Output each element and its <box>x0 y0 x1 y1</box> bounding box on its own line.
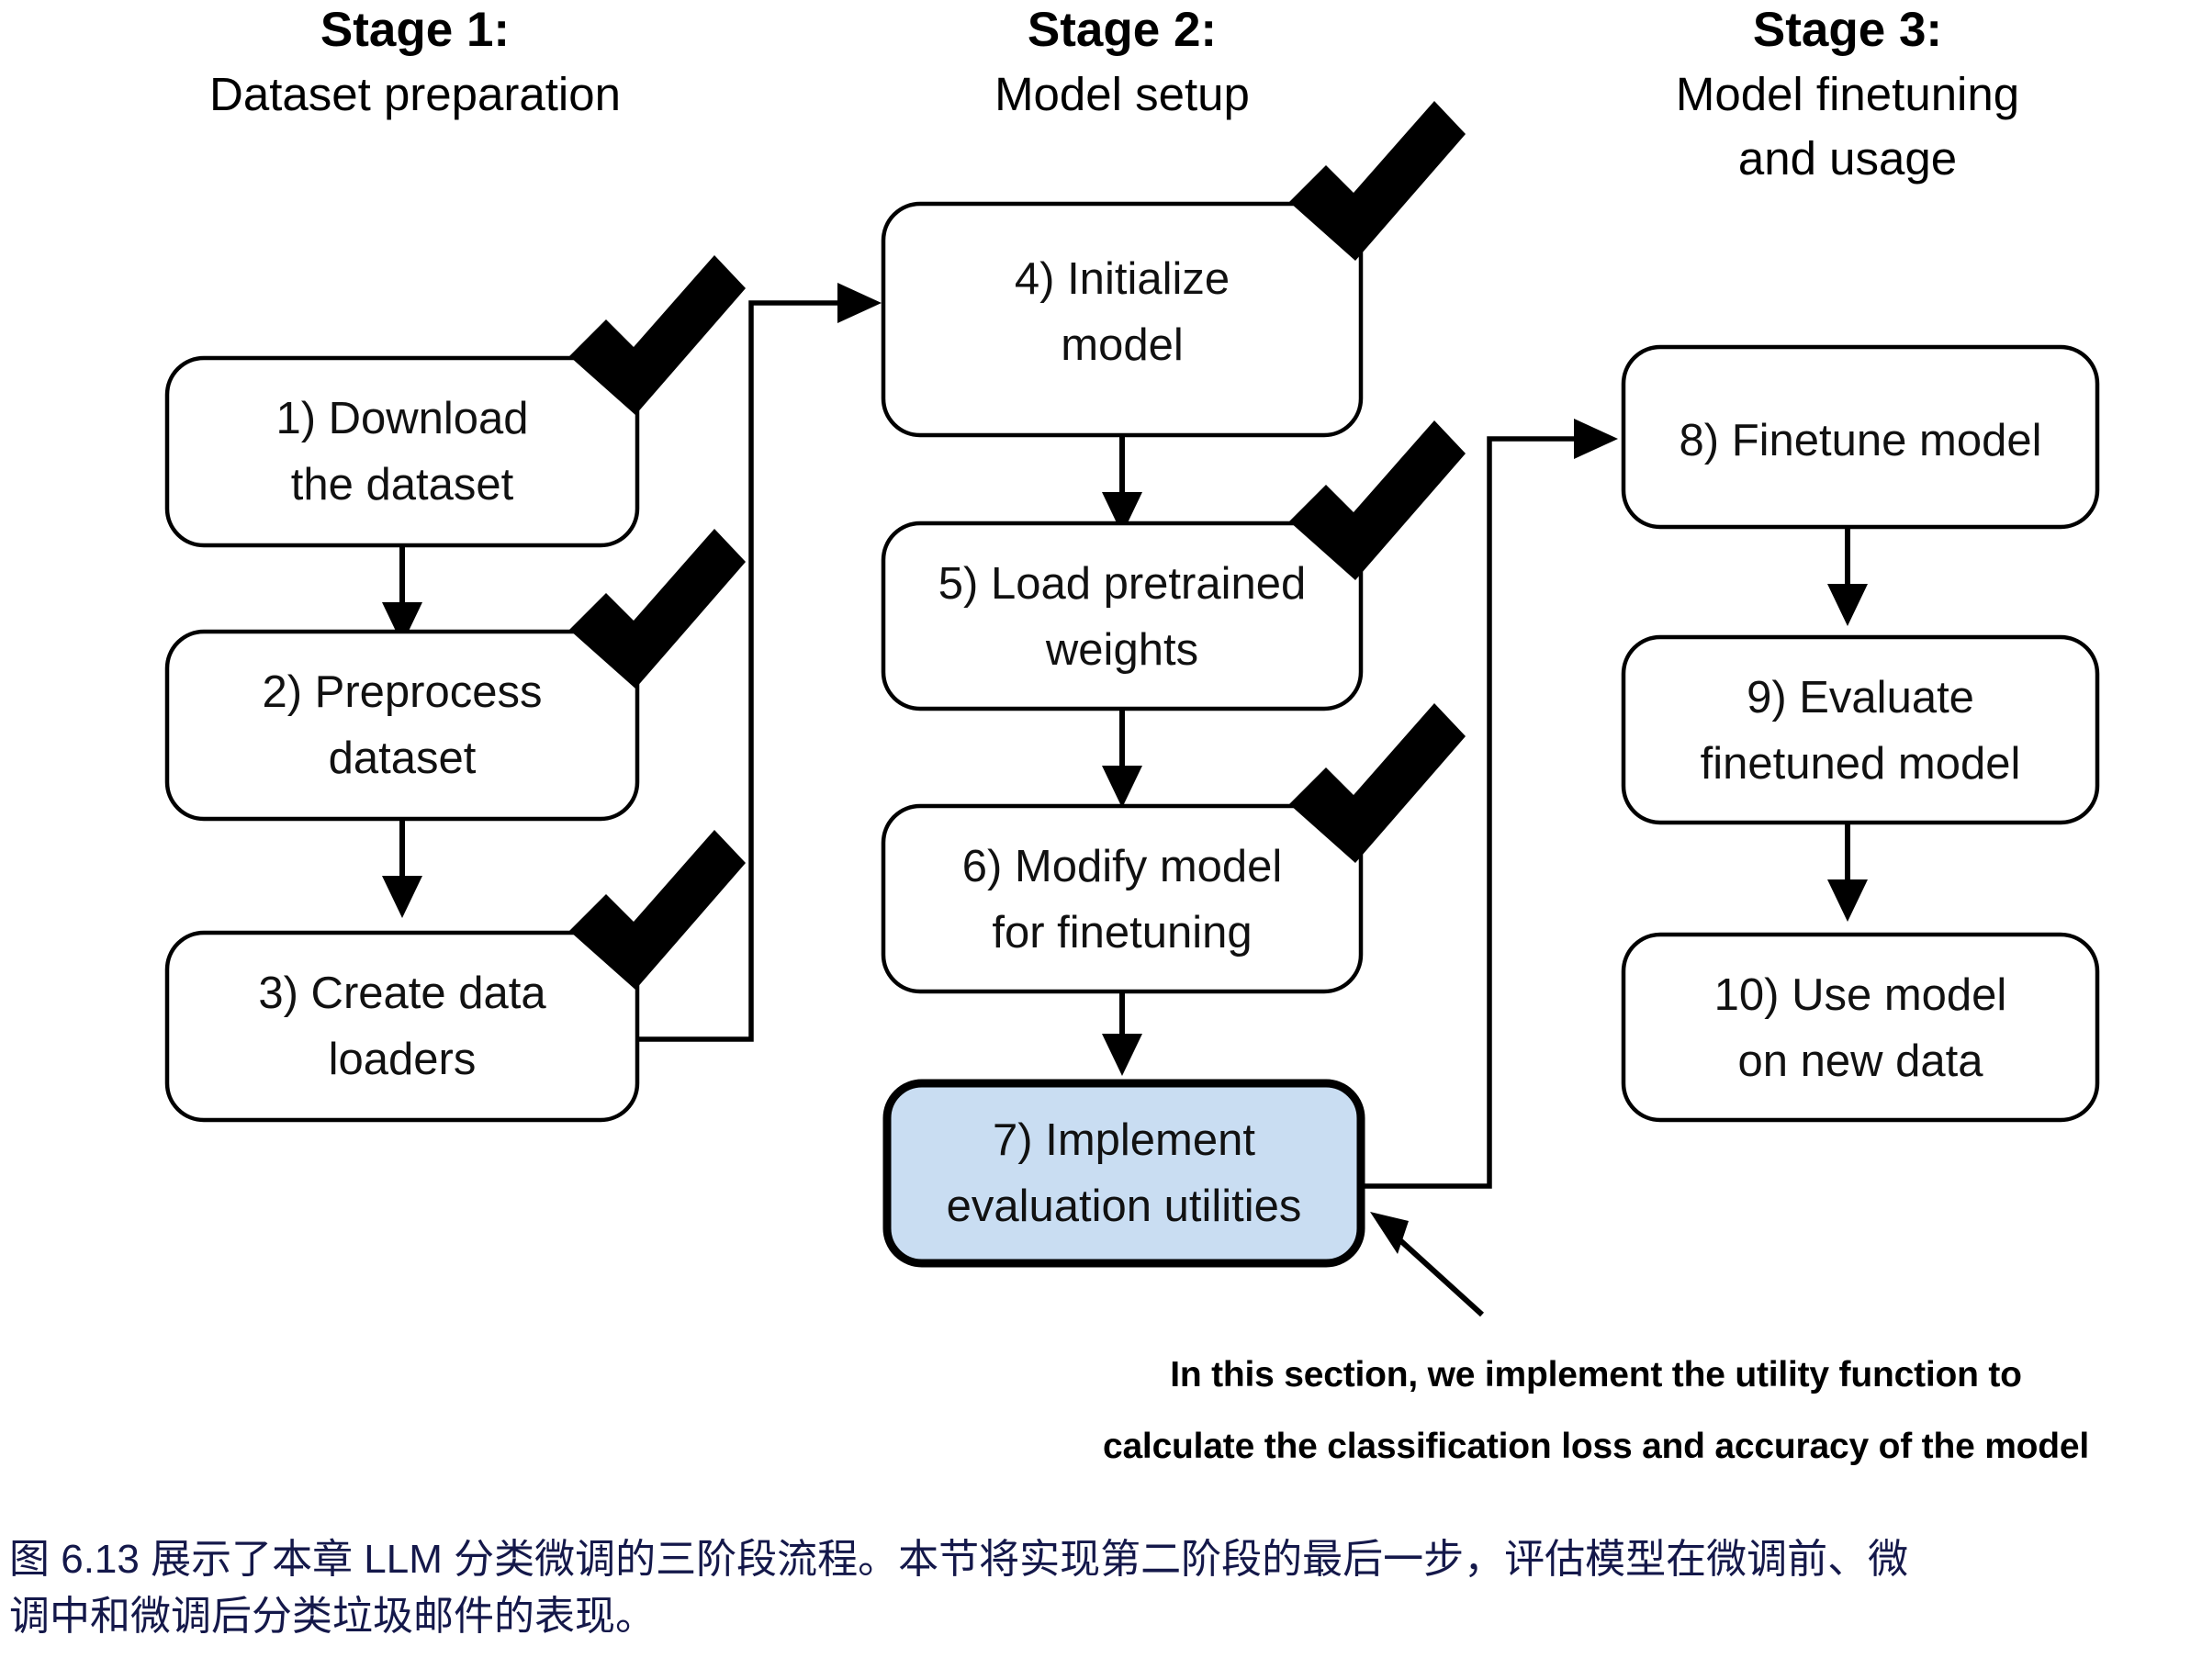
step-box-3-line1: 3) Create data <box>258 969 546 1018</box>
step-box-7-line1: 7) Implement <box>993 1115 1255 1165</box>
step-box-4[interactable]: 4) Initialize model <box>881 201 1364 438</box>
figure-caption-line-2: 调中和微调后分类垃圾邮件的表现。 <box>9 1594 656 1640</box>
annotation-pointer-arrow <box>1370 1212 1485 1317</box>
step-box-8[interactable]: 8) Finetune model <box>1621 344 2100 530</box>
checkmark-icon-1 <box>569 255 746 415</box>
step-box-4-line1: 4) Initialize <box>1015 254 1230 304</box>
stage1-arrow-1-to-2 <box>382 545 422 644</box>
annotation-line-1: In this section, we implement the utilit… <box>1170 1355 2022 1394</box>
stage3-arrow-9-to-10 <box>1827 823 1868 922</box>
stage-1-subtitle: Dataset preparation <box>209 68 621 120</box>
checkmark-icon-6 <box>1289 703 1466 863</box>
checkmark-icon-4 <box>1289 101 1466 261</box>
step-box-5-line2: weights <box>1045 625 1198 675</box>
step-box-3-line2: loaders <box>329 1035 477 1084</box>
step-box-5-line1: 5) Load pretrained <box>938 559 1306 609</box>
step-box-10[interactable]: 10) Use model on new data <box>1621 932 2100 1123</box>
annotation-line-2: calculate the classification loss and ac… <box>1103 1427 2089 1466</box>
stage-3-subtitle: Model finetuning <box>1676 68 2019 120</box>
step-box-2[interactable]: 2) Preprocess dataset <box>164 629 640 822</box>
stage2-arrow-4-to-5 <box>1102 435 1142 534</box>
step-box-10-line1: 10) Use model <box>1714 970 2007 1020</box>
step-box-2-line1: 2) Preprocess <box>262 667 542 717</box>
step-box-1-line1: 1) Download <box>275 394 528 443</box>
step-box-6-line1: 6) Modify model <box>962 842 1283 891</box>
stage-1-title: Stage 1: <box>320 3 510 57</box>
stage2-to-stage3-connector <box>1361 419 1618 1189</box>
step-box-7-line2: evaluation utilities <box>947 1182 1302 1231</box>
step-box-10-line2: on new data <box>1738 1036 1984 1086</box>
stage-2-subtitle: Model setup <box>994 68 1250 120</box>
step-box-6-line2: for finetuning <box>992 908 1252 958</box>
step-box-1-line2: the dataset <box>291 460 514 510</box>
checkmark-icon-5 <box>1289 420 1466 580</box>
step-box-2-line2: dataset <box>329 734 477 783</box>
figure-caption: 图 6.13 展示了本章 LLM 分类微调的三阶段流程。本节将实现第二阶段的最后… <box>9 1531 2193 1646</box>
stage3-arrow-8-to-9 <box>1827 527 1868 626</box>
step-box-3[interactable]: 3) Create data loaders <box>164 930 640 1123</box>
stage-3-subtitle-line2: and usage <box>1738 132 1957 185</box>
stage1-arrow-2-to-3 <box>382 819 422 918</box>
step-box-8-line1: 8) Finetune model <box>1680 416 2042 465</box>
step-box-4-line2: model <box>1061 320 1183 370</box>
step-box-9[interactable]: 9) Evaluate finetuned model <box>1621 634 2100 825</box>
stage2-arrow-5-to-6 <box>1102 709 1142 808</box>
checkmark-icon-2 <box>569 529 746 689</box>
step-box-1[interactable]: 1) Download the dataset <box>164 355 640 548</box>
step-box-7-highlighted[interactable]: 7) Implement evaluation utilities <box>882 1079 1365 1268</box>
stage1-to-stage2-connector <box>624 283 882 1042</box>
stage-3-title: Stage 3: <box>1753 3 1942 57</box>
checkmark-icon-3 <box>569 830 746 990</box>
figure-caption-line-1: 图 6.13 展示了本章 LLM 分类微调的三阶段流程。本节将实现第二阶段的最后… <box>9 1537 1909 1582</box>
step-box-9-line2: finetuned model <box>1701 739 2021 789</box>
stage-2-title: Stage 2: <box>1028 3 1217 57</box>
step-box-6[interactable]: 6) Modify model for finetuning <box>881 803 1364 994</box>
step-box-5[interactable]: 5) Load pretrained weights <box>881 521 1364 711</box>
step-box-9-line1: 9) Evaluate <box>1747 673 1974 722</box>
